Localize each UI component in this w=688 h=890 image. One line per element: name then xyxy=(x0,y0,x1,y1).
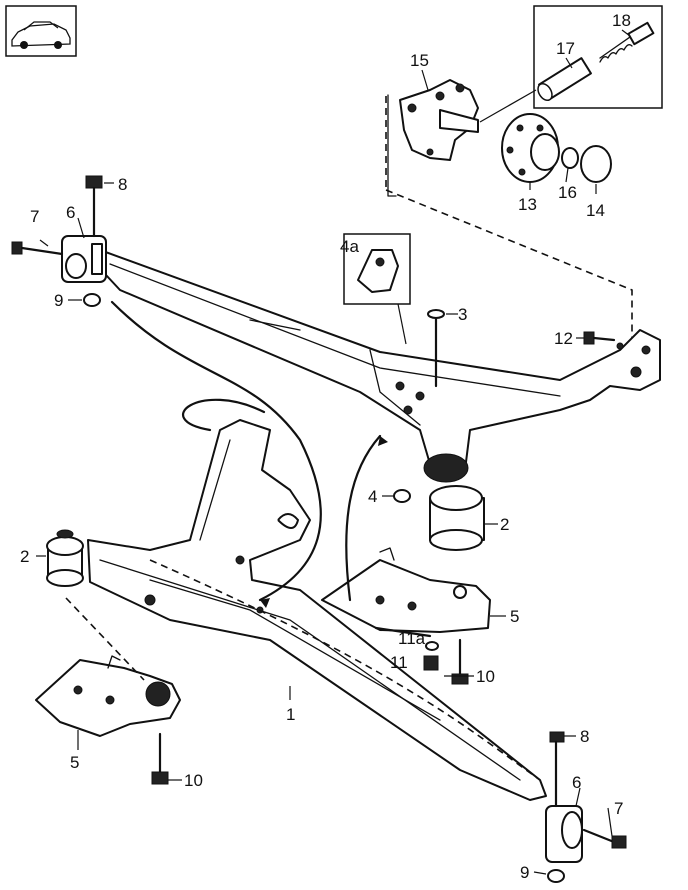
label-5-right: 5 xyxy=(510,607,519,626)
assembly-dashed-line xyxy=(385,189,633,340)
label-2-right: 2 xyxy=(500,515,509,534)
label-12: 12 xyxy=(554,329,573,348)
washer-part-11a xyxy=(425,641,439,651)
leader-lines xyxy=(36,29,631,875)
nut-part-4 xyxy=(393,489,411,503)
nut-part-9-lower xyxy=(547,869,565,883)
inset-pointer-line xyxy=(479,89,537,123)
label-13: 13 xyxy=(518,195,537,214)
label-16: 16 xyxy=(558,183,577,202)
label-7-upper: 7 xyxy=(30,207,39,226)
label-15: 15 xyxy=(410,51,429,70)
mount-bracket-part-5-left xyxy=(35,655,181,737)
label-2-left: 2 xyxy=(20,547,29,566)
label-17: 17 xyxy=(556,39,575,58)
label-10-left: 10 xyxy=(184,771,203,790)
label-14: 14 xyxy=(586,201,605,220)
bolt-part-3 xyxy=(427,309,445,388)
bolt-part-7-lower xyxy=(582,828,627,849)
label-9-lower: 9 xyxy=(520,863,529,882)
bushing-part-2-left xyxy=(46,529,84,587)
sleeve-part-17 xyxy=(537,57,592,102)
bolt-part-10-left xyxy=(151,732,169,785)
hub-nut-part-16 xyxy=(561,147,579,169)
label-3: 3 xyxy=(458,305,467,324)
car-thumbnail-icon xyxy=(5,5,77,57)
label-4: 4 xyxy=(368,487,377,506)
bolt-part-7-upper xyxy=(11,241,64,256)
label-5-left: 5 xyxy=(70,753,79,772)
bushing-part-2-right xyxy=(423,453,485,551)
bolt-part-10-right xyxy=(451,638,469,685)
rear-beam-upper xyxy=(91,249,661,465)
label-18: 18 xyxy=(612,11,631,30)
label-6-lower: 6 xyxy=(572,773,581,792)
label-7-lower: 7 xyxy=(614,799,623,818)
assembly-arrow-curves xyxy=(65,300,541,781)
mount-bracket-part-5-right xyxy=(321,547,491,638)
bracket-4a-pointer xyxy=(397,303,407,345)
bolt-part-8-upper xyxy=(85,175,103,238)
label-6-upper: 6 xyxy=(66,203,75,222)
label-11: 11 xyxy=(390,653,408,672)
label-8-lower: 8 xyxy=(580,727,589,746)
bracket-part-4a xyxy=(343,233,411,305)
bolt-part-12 xyxy=(583,331,616,345)
bushing-part-6-upper xyxy=(61,235,107,283)
label-1: 1 xyxy=(286,705,295,724)
bolt-part-8-lower xyxy=(549,731,565,808)
label-11a: 11a xyxy=(398,629,426,648)
nut-part-11 xyxy=(423,655,439,671)
nut-part-9-upper xyxy=(83,293,101,307)
hub-cap-part-14 xyxy=(580,145,612,183)
callout-labels: 1 2 2 3 4 4a 5 5 6 6 7 7 8 8 9 9 10 10 1… xyxy=(20,11,631,882)
label-10-right: 10 xyxy=(476,667,495,686)
label-4a: 4a xyxy=(340,237,359,256)
spring-part-18 xyxy=(599,21,655,63)
wheel-hub-part-13 xyxy=(501,113,560,183)
label-8-upper: 8 xyxy=(118,175,127,194)
label-9-upper: 9 xyxy=(54,291,63,310)
bushing-part-6-lower xyxy=(545,805,583,863)
stub-axle-part-15 xyxy=(399,79,479,161)
